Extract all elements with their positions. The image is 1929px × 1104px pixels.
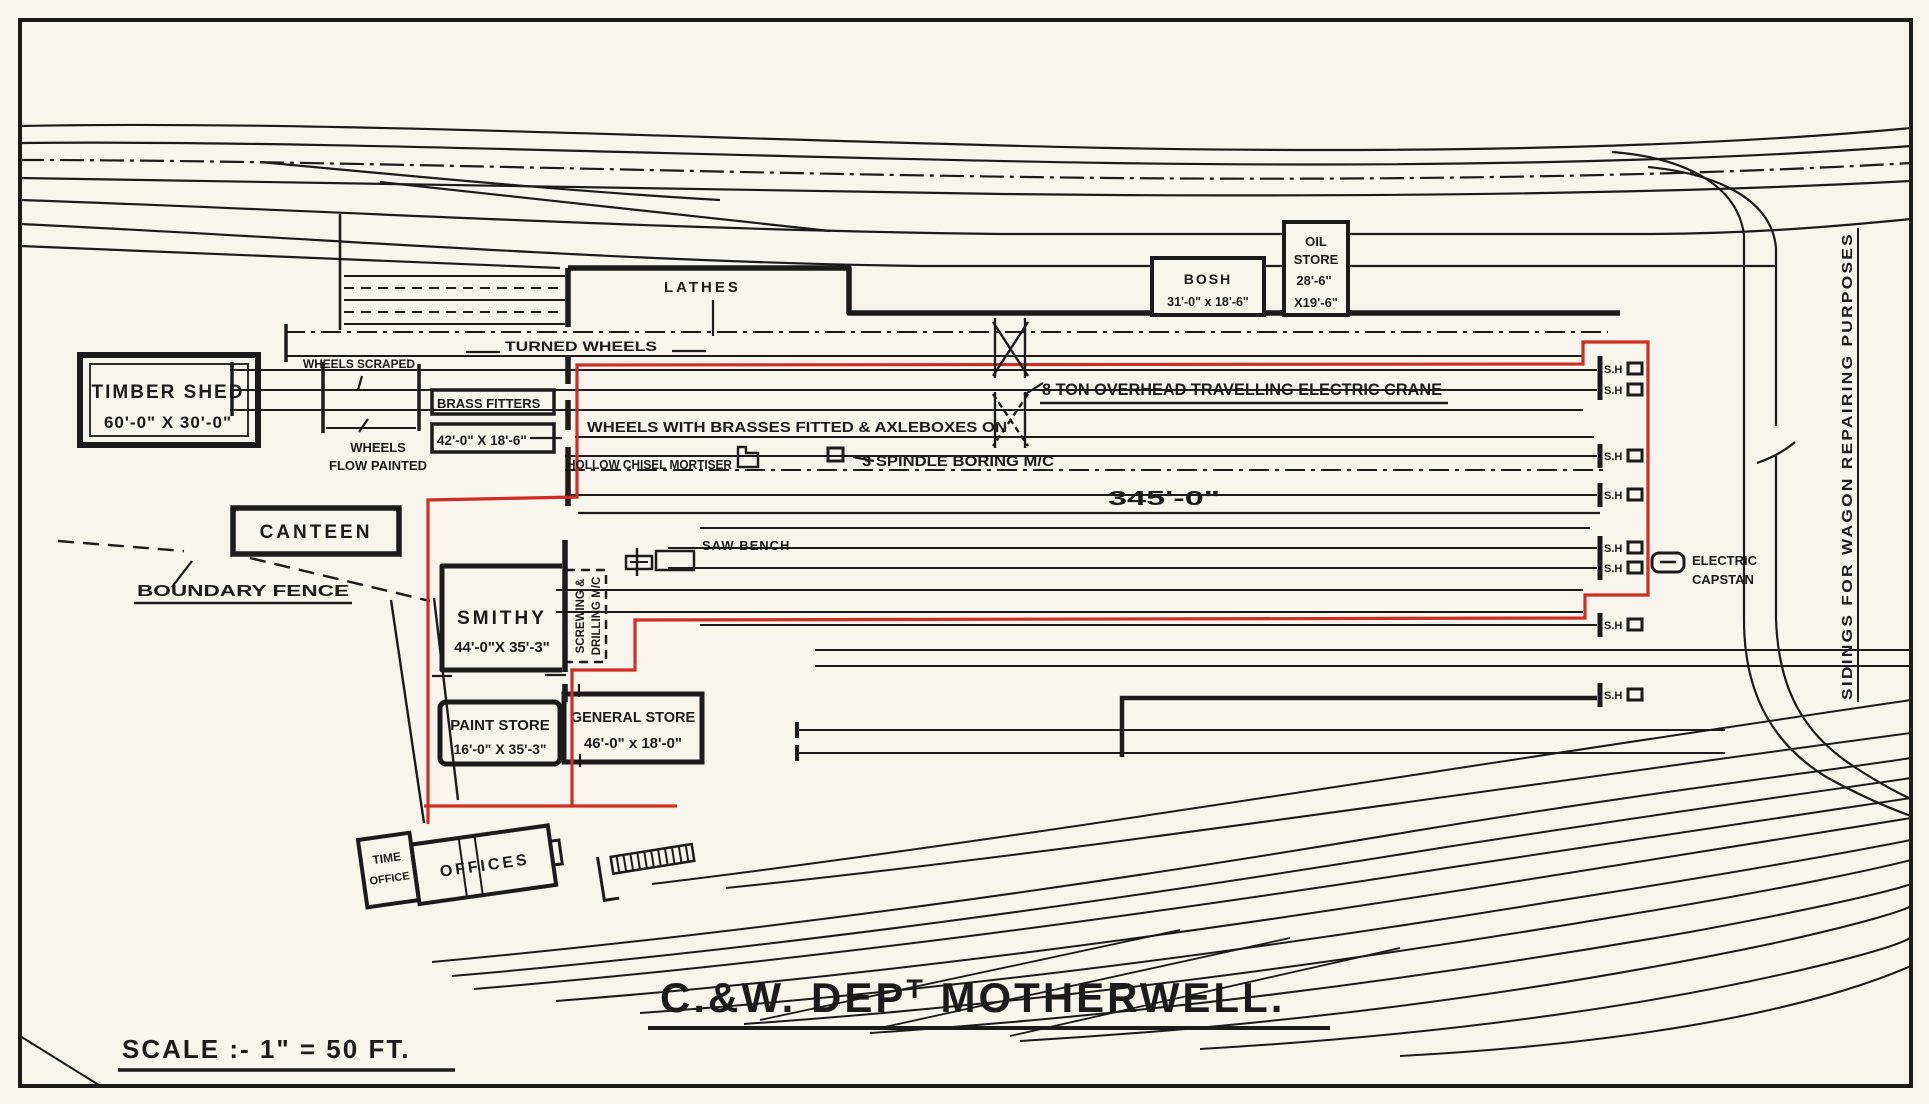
timber-shed-building: TIMBER SHED 60'-0" X 30'-0" [77, 352, 261, 448]
general-store-arrow-up-1-icon [577, 684, 581, 697]
spindle-boring-label: 3 SPINDLE BORING M/C [862, 454, 1055, 470]
sh-label-2: S.H [1604, 385, 1622, 397]
bosh-name: BOSH [1184, 271, 1232, 287]
lathes-arrow-icon [711, 300, 715, 336]
boundary-fence-label-group: BOUNDARY FENCE [134, 583, 352, 605]
arrows [171, 300, 1796, 767]
electric-capstan-symbol [1650, 551, 1686, 574]
scale-block: SCALE :- 1" = 50 FT. [118, 1034, 455, 1072]
sh-label-5: S.H [1604, 543, 1622, 555]
screwing-label-2: DRILLING M/C [591, 577, 603, 656]
offices-label: OFFICES [439, 851, 531, 880]
lathes-bay-tracks [338, 214, 565, 330]
sh-label-4: S.H [1604, 490, 1622, 502]
lathes-label: LATHES [664, 279, 741, 296]
sidings-note-label: SIDINGS FOR WAGON REPAIRING PURPOSES [1839, 232, 1856, 700]
smithy-dims: 44'-0"X 35'-3" [454, 639, 550, 656]
paint-store-name: PAINT STORE [450, 717, 549, 734]
title-part-2: MOTHERWELL. [926, 974, 1286, 1021]
general-store-name: GENERAL STORE [571, 710, 696, 726]
saw-bench-symbol [624, 548, 696, 576]
wheels-flow-painted-label-1: WHEELS [350, 440, 406, 455]
smithy-name: SMITHY [457, 608, 547, 629]
crane-label: 8 TON OVERHEAD TRAVELLING ELECTRIC CRANE [1042, 380, 1442, 399]
sh-label-1: S.H [1604, 364, 1622, 376]
brasses-arrow-icon [530, 436, 562, 440]
hollow-chisel-mortiser-label: HOLLOW CHISEL MORTISER [567, 457, 733, 472]
offices-buildings: TIME OFFICE OFFICES [355, 823, 564, 910]
drawing-border [18, 18, 1913, 1088]
crane-gantry-symbol [991, 318, 1030, 448]
boring-machine-symbol [826, 446, 845, 463]
paint-store-building: PAINT STORE 16'-0" X 35'-3" [437, 699, 563, 767]
red-boundary-line [424, 340, 1650, 824]
track-lines-top [19, 123, 1912, 270]
wheels-flow-painted-label-2: FLOW PAINTED [329, 458, 427, 473]
sh-label-8: S.H [1604, 690, 1622, 702]
title-block: C.&W. DEPT MOTHERWELL. [648, 974, 1330, 1030]
screwing-label-1: SCREWING & [575, 579, 587, 654]
canteen-building: CANTEEN [230, 505, 402, 557]
turned-wheels-label: TURNED WHEELS [505, 338, 657, 354]
flow-painted-arrow-icon [358, 418, 369, 433]
boring-arrow-icon [852, 455, 875, 463]
crane-arrow-icon [1023, 382, 1044, 396]
wheels-with-brasses-label: WHEELS WITH BRASSES FITTED & AXLEBOXES O… [587, 420, 1007, 436]
brass-fitters-dims: 42'-0" X 18'-6" [437, 433, 527, 448]
track-fan-bottom-right [431, 699, 1912, 1057]
drawing-title: C.&W. DEPT MOTHERWELL. [660, 974, 1285, 1021]
dim-345-label: 345'-0" [1108, 488, 1220, 510]
time-office-label-1: TIME [372, 849, 402, 867]
main-works-building [562, 265, 1620, 702]
oil-store-label-1: OIL [1305, 234, 1327, 249]
sidings-arrow-icon [1756, 441, 1796, 465]
smithy-arrow-left-outer-icon [432, 674, 452, 678]
dim-345-line [578, 511, 1600, 515]
boundary-fence-arrow-icon [171, 560, 193, 588]
paint-store-dims: 16'-0" X 35'-3" [453, 741, 546, 757]
brass-fitters-shop: BRASS FITTERS 42'-0" X 18'-6" [430, 388, 556, 454]
smithy-arrow-left-inner-icon [545, 673, 566, 677]
canteen-name: CANTEEN [260, 522, 373, 543]
timber-shed-name: TIMBER SHED [92, 382, 245, 403]
general-store-arrow-up-2-icon [578, 754, 582, 767]
sh-label-3: S.H [1604, 451, 1622, 463]
wheel-yard [321, 362, 421, 433]
oil-store-label-4: X19'-6" [1294, 295, 1338, 310]
oil-store-label-3: 28'-6" [1296, 273, 1331, 288]
mortiser-symbol [736, 445, 760, 469]
bosh-building: BOSH 31'-0" x 18'-6" [1150, 256, 1266, 317]
general-store-dims: 46'-0" x 18'-0" [584, 735, 682, 752]
oil-store-building: OIL STORE 28'-6" X19'-6" [1282, 220, 1350, 317]
saw-bench-label: SAW BENCH [702, 538, 790, 553]
hatched-walkway [596, 842, 696, 903]
oil-store-label-2: STORE [1294, 252, 1339, 267]
scale-label: SCALE :- 1" = 50 FT. [122, 1034, 411, 1064]
turned-wheels-arrow-left-icon [466, 350, 500, 354]
boundary-fence-label: BOUNDARY FENCE [137, 583, 349, 600]
smithy-building: SMITHY 44'-0"X 35'-3" [439, 563, 562, 673]
title-superscript: T [906, 974, 926, 1004]
wheels-scraped-label: WHEELS SCRAPED [303, 359, 415, 371]
track-lines-right [1611, 150, 1912, 818]
sh-label-7: S.H [1604, 620, 1622, 632]
title-part-1: C.&W. DEP [660, 974, 906, 1021]
brass-fitters-name: BRASS FITTERS [437, 396, 541, 411]
timber-shed-dims: 60'-0" X 30'-0" [104, 413, 232, 432]
turned-wheels-arrow-right-icon [672, 349, 706, 353]
bosh-dims: 31'-0" x 18'-6" [1167, 295, 1249, 309]
sh-label-6: S.H [1604, 563, 1622, 575]
wheels-scraped-arrow-icon [356, 375, 364, 391]
electric-capstan-label-1: ELECTRIC [1692, 553, 1758, 568]
sidings-note-group: SIDINGS FOR WAGON REPAIRING PURPOSES [1839, 228, 1859, 702]
time-office-label-2: OFFICE [369, 870, 411, 887]
general-store-building: GENERAL STORE 46'-0" x 18'-0" [561, 691, 705, 765]
crane-label-group: 8 TON OVERHEAD TRAVELLING ELECTRIC CRANE [1040, 380, 1448, 405]
electric-capstan-label-2: CAPSTAN [1692, 572, 1754, 587]
buffer-stops: S.H S.H S.H S.H S.H S.H S.H S.H [1597, 356, 1644, 707]
screwing-drilling-bay: SCREWING & DRILLING M/C [564, 568, 608, 664]
